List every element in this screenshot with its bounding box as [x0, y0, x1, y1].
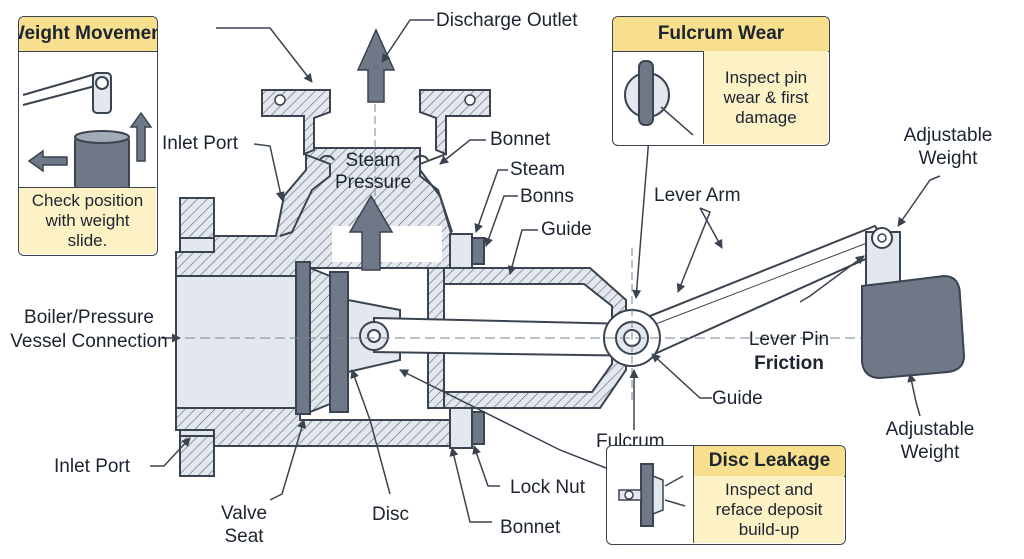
- lever-arm-label: Lever Arm: [654, 185, 741, 206]
- inlet-port-bottom-label: Inlet Port: [54, 456, 131, 477]
- inlet-port-top-label: Inlet Port: [162, 133, 239, 154]
- adjustable-weight-top-label: Adjustable Weight: [903, 125, 993, 169]
- disc-leak-icon: [618, 463, 686, 527]
- adjustable-weight-bottom-label: Adjustable Weight: [885, 419, 975, 463]
- weight-movement-note: Check position with weight slide.: [19, 187, 156, 254]
- lever-pin-label: Lever Pin: [748, 329, 830, 350]
- guide-bottom-label: Guide: [712, 388, 763, 409]
- lever-assembly: [170, 224, 900, 400]
- valve-seat-label: Valve Seat: [220, 503, 268, 547]
- guide-top-label: Guide: [541, 219, 592, 240]
- boiler-connection-label: Boiler/Pressure Vessel Connection: [10, 307, 168, 352]
- weight-movement-callout: Weight Movement Check position with weig…: [18, 16, 158, 256]
- bonnet-bottom-label: Bonnet: [500, 517, 561, 538]
- steam-pressure-label: Steam Pressure: [334, 150, 412, 193]
- steam-flow-arrows: [348, 28, 396, 271]
- weight-movement-title: Weight Movement: [19, 17, 157, 52]
- bonnet-top-label: Bonnet: [490, 129, 551, 150]
- discharge-outlet-label: Discharge Outlet: [436, 10, 578, 31]
- disc-leakage-title: Disc Leakage: [693, 446, 845, 477]
- bonnet: [261, 80, 491, 250]
- weight-slide-icon: [22, 72, 153, 190]
- steam-label: Steam: [510, 159, 565, 180]
- bolts: [449, 233, 485, 449]
- fulcrum-wear-title: Fulcrum Wear: [613, 17, 829, 52]
- leader-lines: [150, 19, 941, 523]
- fulcrum-wear-callout: Fulcrum Wear Inspect pin wear & first da…: [612, 16, 830, 146]
- disc-leakage-callout: Disc Leakage Inspect and reface deposit …: [606, 445, 846, 545]
- lock-nut-label: Lock Nut: [510, 477, 585, 498]
- adjustable-weight: [861, 227, 966, 380]
- fulcrum-wear-note: Inspect pin wear & first damage: [703, 51, 828, 144]
- friction-label: Friction: [754, 353, 824, 374]
- fulcrum-pin-icon: [624, 60, 694, 136]
- disc-leakage-note: Inspect and reface deposit build-up: [693, 476, 844, 543]
- disc-label: Disc: [372, 504, 409, 525]
- bonns-label: Bonns: [520, 186, 574, 207]
- valve-seat-disc: [295, 261, 401, 415]
